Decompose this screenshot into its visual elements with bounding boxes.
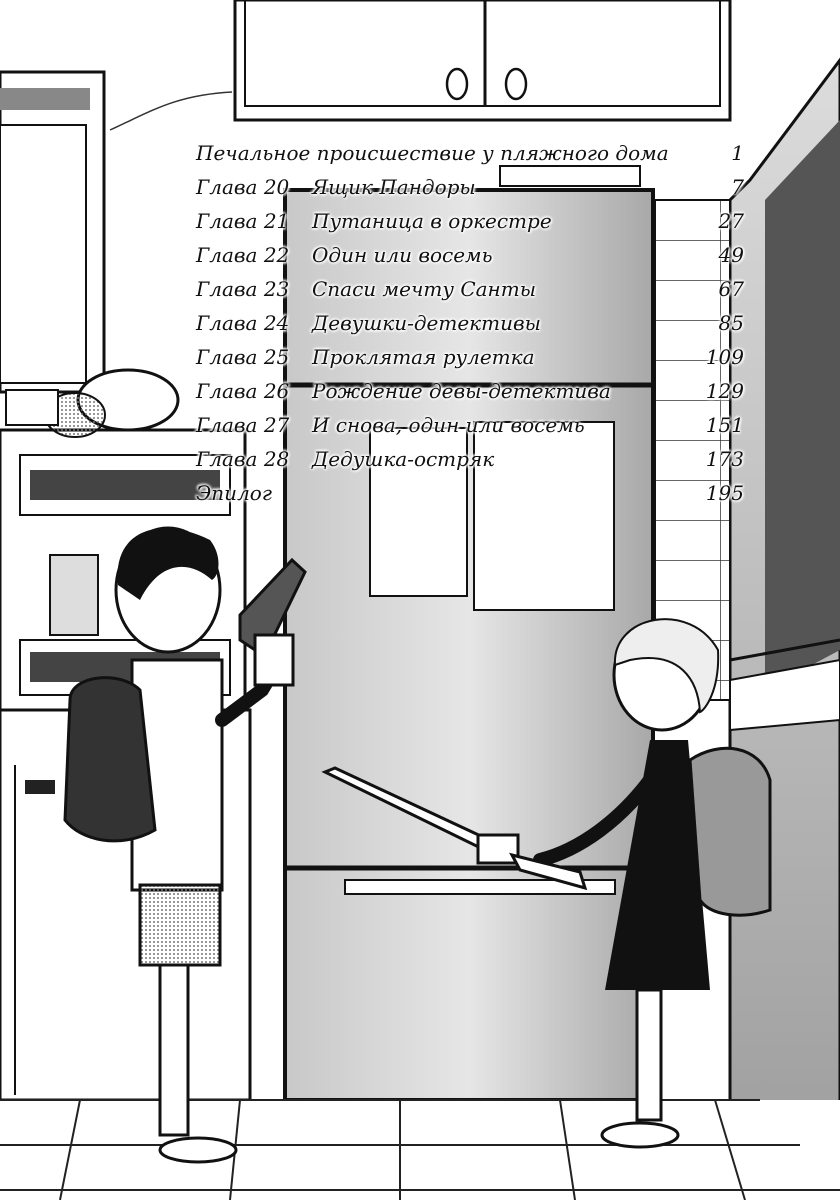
toc-page-number: 173 [705,447,744,471]
girl-character [533,618,772,1149]
toc-chapter-title: Дедушка-остряк [312,447,495,471]
toc-chapter-title: Один или восемь [312,243,493,267]
toc-entry: Глава 21 Путаница в оркестре 27 [196,204,744,238]
toc-chapter-title: Спаси мечту Санты [312,277,536,301]
right-doorway [728,57,840,1200]
toc-page-number: 129 [705,379,744,403]
toy-sword [321,766,588,891]
toc-entry: Глава 28 Дедушка-остряк 173 [196,442,744,476]
toc-page-number: 1 [731,141,744,165]
toc-chapter-number: Глава 20 [196,175,290,199]
toc-chapter-number: Глава 28 [196,447,290,471]
toc-page-number: 109 [705,345,744,369]
toc-chapter-title: Печальное происшествие у пляжного дома [196,141,669,165]
floor [0,1099,840,1200]
toc-chapter-title: Ящик Пандоры [312,175,476,199]
toc-entry: Глава 26 Рождение девы-детектива 129 [196,374,744,408]
toc-page-number: 27 [718,209,744,233]
toc-chapter-number: Глава 23 [196,277,290,301]
window [0,70,106,394]
toc-page-number: 67 [718,277,744,301]
wall-line [109,91,233,131]
toc-page-number: 195 [705,481,744,505]
toc-entry: Глава 27 И снова, один или восемь 151 [196,408,744,442]
toc-entry: Печальное происшествие у пляжного дома 1 [196,136,744,170]
toc-chapter-title: Эпилог [196,481,272,505]
toc-entry: Глава 20 Ящик Пандоры 7 [196,170,744,204]
toc-chapter-number: Глава 22 [196,243,290,267]
toc-chapter-number: Глава 24 [196,311,290,335]
upper-cabinet [233,0,732,122]
toc-entry: Эпилог 195 [196,476,744,510]
toc-entry: Глава 24 Девушки-детективы 85 [196,306,744,340]
toy-gun [238,557,307,687]
toc-entry: Глава 22 Один или восемь 49 [196,238,744,272]
toc-page-number: 49 [718,243,744,267]
toc-page-number: 151 [705,413,744,437]
toc-page-number: 85 [718,311,744,335]
toc-chapter-number: Глава 27 [196,413,290,437]
toc-entry: Глава 25 Проклятая рулетка 109 [196,340,744,374]
toc-chapter-title: И снова, один или восемь [312,413,585,437]
toc-chapter-number: Глава 25 [196,345,290,369]
boy-character [63,526,287,1164]
toc-chapter-title: Девушки-детективы [312,311,541,335]
toc-chapter-number: Глава 21 [196,209,290,233]
toc-chapter-title: Рождение девы-детектива [312,379,611,403]
toc-chapter-number: Глава 26 [196,379,290,403]
toc-entry: Глава 23 Спаси мечту Санты 67 [196,272,744,306]
toc-page-number: 7 [731,175,744,199]
toc-chapter-title: Проклятая рулетка [312,345,535,369]
toc-chapter-title: Путаница в оркестре [312,209,552,233]
